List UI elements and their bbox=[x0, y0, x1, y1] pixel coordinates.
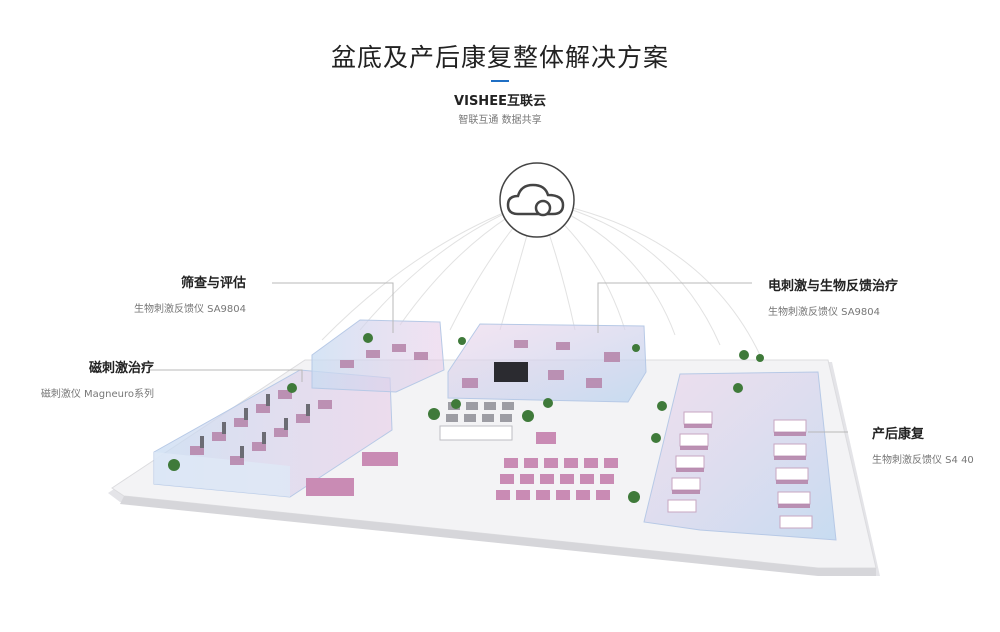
plants bbox=[168, 333, 764, 503]
callout-electric: 电刺激与生物反馈治疗 生物刺激反馈仪 SA9804 bbox=[768, 275, 898, 318]
callout-title: 筛查与评估 bbox=[180, 276, 246, 291]
title-underline bbox=[491, 80, 509, 82]
screening-room bbox=[311, 319, 445, 393]
brand-tagline: 智联互通 数据共享 bbox=[458, 115, 542, 126]
callout-postpartum: 产后康复 生物刺激反馈仪 S4 40 bbox=[872, 423, 974, 466]
callout-subtitle: 生物刺激反馈仪 S4 40 bbox=[872, 455, 974, 466]
callout-title: 产后康复 bbox=[872, 427, 925, 442]
callout-subtitle: 生物刺激反馈仪 SA9804 bbox=[768, 307, 881, 318]
magnetic-room bbox=[153, 369, 393, 498]
electric-room bbox=[447, 323, 647, 403]
leader-lines bbox=[150, 282, 848, 433]
postpartum-room bbox=[643, 371, 837, 541]
callout-subtitle: 生物刺激反馈仪 SA9804 bbox=[133, 304, 246, 315]
cloud-icon bbox=[499, 162, 575, 238]
page-title: 盆底及产后康复整体解决方案 bbox=[330, 43, 669, 72]
callout-screening: 筛查与评估 生物刺激反馈仪 SA9804 bbox=[110, 272, 246, 315]
callout-title: 磁刺激治疗 bbox=[88, 361, 154, 376]
brand-name: VISHEE互联云 bbox=[454, 94, 546, 109]
callout-magnetic: 磁刺激治疗 磁刺激仪 Magneuro系列 bbox=[22, 357, 154, 400]
callout-title: 电刺激与生物反馈治疗 bbox=[768, 279, 899, 294]
callout-subtitle: 磁刺激仪 Magneuro系列 bbox=[40, 389, 154, 400]
waiting-area bbox=[306, 402, 618, 500]
